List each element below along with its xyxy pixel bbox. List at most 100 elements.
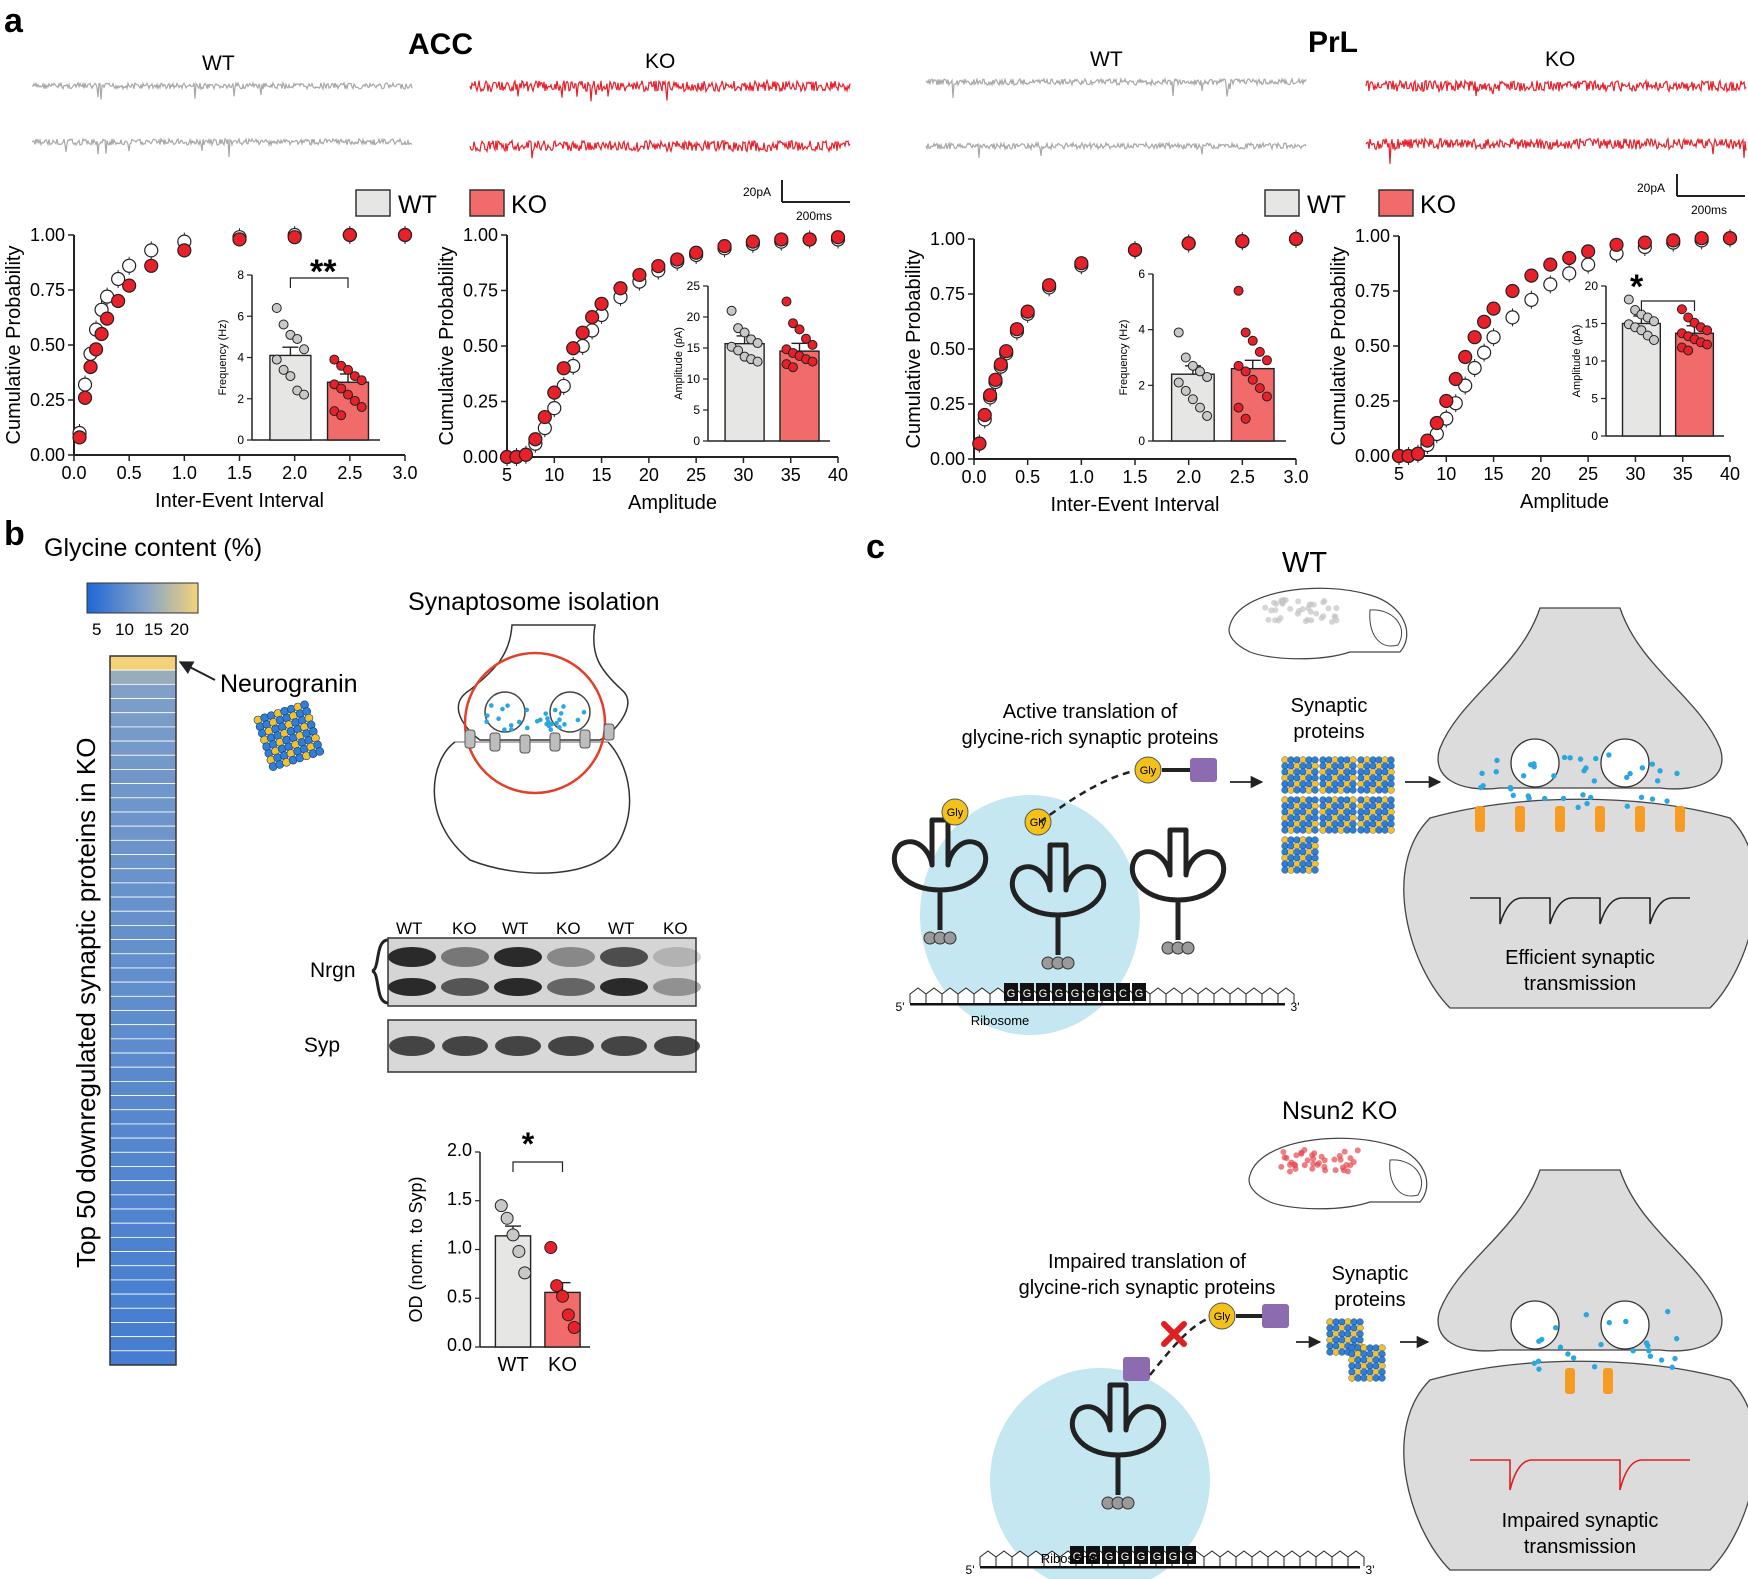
individual-point bbox=[1683, 345, 1694, 356]
vesicle-dot bbox=[500, 706, 505, 712]
protein-atom bbox=[1281, 774, 1289, 782]
codon-letter: G bbox=[1185, 1551, 1194, 1563]
data-point bbox=[1562, 266, 1577, 281]
x-tick-label: 15 bbox=[592, 465, 612, 485]
protein-atom bbox=[1287, 808, 1295, 816]
codon-glycine bbox=[1116, 983, 1130, 1001]
wt-outcome-line1: Efficient synaptic bbox=[1505, 947, 1655, 969]
y-tick-label: 6 bbox=[1138, 267, 1145, 281]
protein-atom bbox=[1311, 860, 1319, 868]
heatmap-row bbox=[109, 967, 177, 983]
protein-atom bbox=[1311, 786, 1319, 794]
protein-atom bbox=[1354, 1362, 1362, 1370]
data-point bbox=[585, 310, 600, 325]
x-tick-label: 30 bbox=[1625, 464, 1645, 484]
protein-atom bbox=[1281, 808, 1289, 816]
neurotransmitter-dot bbox=[1577, 756, 1584, 762]
blot-lane-label: WT bbox=[396, 919, 422, 938]
protein-atom bbox=[1332, 1324, 1340, 1332]
individual-point bbox=[299, 389, 310, 400]
heatmap-row bbox=[109, 1095, 177, 1111]
heatmap-row bbox=[109, 1293, 177, 1309]
protein-atom bbox=[1287, 762, 1295, 770]
highlight-cell bbox=[1347, 1162, 1354, 1169]
protein-atom bbox=[1299, 854, 1307, 862]
protein-atom bbox=[1357, 808, 1365, 816]
y-tick-label: 0.5 bbox=[447, 1286, 472, 1306]
protein-atom bbox=[1331, 802, 1339, 810]
panel-letter-b: b bbox=[4, 515, 25, 553]
blot-band-nrgn-lower bbox=[494, 978, 542, 996]
blot-lane-label: KO bbox=[556, 919, 581, 938]
codon-base bbox=[1251, 1550, 1269, 1566]
protein-atom bbox=[1337, 802, 1345, 810]
highlight-cell bbox=[1332, 1167, 1339, 1174]
codon-base bbox=[979, 1550, 997, 1566]
individual-point bbox=[752, 338, 763, 349]
data-point bbox=[1637, 235, 1652, 250]
legend-label-ko: KO bbox=[1420, 191, 1456, 219]
heatmap-row bbox=[109, 925, 177, 940]
data-point bbox=[537, 409, 552, 425]
heatmap-row bbox=[109, 1151, 177, 1167]
protein-atom bbox=[1348, 1356, 1356, 1364]
protein-atom bbox=[1287, 802, 1295, 810]
protein-atom bbox=[1354, 1350, 1362, 1358]
blot-band-nrgn-upper bbox=[494, 947, 542, 967]
protein-atom bbox=[1305, 796, 1313, 804]
protein-atom bbox=[1319, 808, 1327, 816]
protein-atom bbox=[1375, 820, 1383, 828]
individual-point bbox=[512, 1244, 526, 1258]
anticodon-base bbox=[1181, 941, 1195, 955]
individual-point bbox=[1261, 355, 1272, 366]
x-tick-label: 25 bbox=[1578, 464, 1598, 484]
vesicle-dot bbox=[558, 711, 564, 716]
protein-atom bbox=[1381, 796, 1389, 804]
blot-band-nrgn-lower bbox=[653, 978, 701, 996]
individual-point bbox=[1261, 391, 1272, 402]
neurotransmitter-dot bbox=[1507, 784, 1514, 791]
individual-point bbox=[787, 318, 798, 329]
individual-point bbox=[1173, 327, 1184, 338]
synaptic-proteins-ko-line1: Synaptic bbox=[1332, 1263, 1409, 1285]
protein-atom bbox=[1369, 780, 1377, 788]
protein-atom bbox=[1305, 774, 1313, 782]
protein-atom bbox=[1349, 820, 1357, 828]
individual-point bbox=[781, 296, 792, 307]
individual-point bbox=[752, 356, 763, 367]
individual-point bbox=[1187, 360, 1198, 371]
data-point bbox=[1448, 371, 1463, 387]
neurotransmitter-dot bbox=[1591, 1364, 1598, 1370]
vesicle-dot bbox=[484, 719, 489, 725]
blot-band-nrgn-lower bbox=[547, 978, 595, 996]
protein-atom bbox=[1332, 1348, 1340, 1356]
protein-atom bbox=[1299, 814, 1307, 822]
current-trace bbox=[1365, 136, 1747, 164]
protein-atom bbox=[1366, 1362, 1374, 1370]
protein-atom bbox=[1381, 808, 1389, 816]
protein-atom bbox=[1378, 1356, 1386, 1364]
data-point bbox=[1288, 231, 1304, 247]
protein-atom bbox=[1281, 820, 1289, 828]
protein-atom bbox=[1337, 768, 1345, 776]
highlight-cell bbox=[1277, 615, 1284, 622]
protein-atom bbox=[1287, 774, 1295, 782]
data-point bbox=[177, 243, 192, 258]
protein-atom bbox=[1381, 814, 1389, 822]
individual-point bbox=[1247, 374, 1258, 385]
y-tick-label: 4 bbox=[1138, 323, 1145, 337]
protein-atom bbox=[1281, 796, 1289, 804]
neurotransmitter-dot bbox=[1587, 794, 1594, 801]
highlight-cell bbox=[1273, 600, 1280, 607]
protein-atom bbox=[1337, 774, 1345, 782]
scale-bar-prl-time: 200ms bbox=[1691, 203, 1727, 217]
individual-point bbox=[1180, 385, 1191, 396]
protein-atom bbox=[1325, 826, 1333, 834]
individual-point bbox=[807, 356, 818, 367]
protein-atom bbox=[1281, 836, 1289, 844]
receptor bbox=[1515, 806, 1525, 832]
protein-atom bbox=[1319, 774, 1327, 782]
x-axis-label: Inter-Event Interval bbox=[1051, 494, 1220, 516]
